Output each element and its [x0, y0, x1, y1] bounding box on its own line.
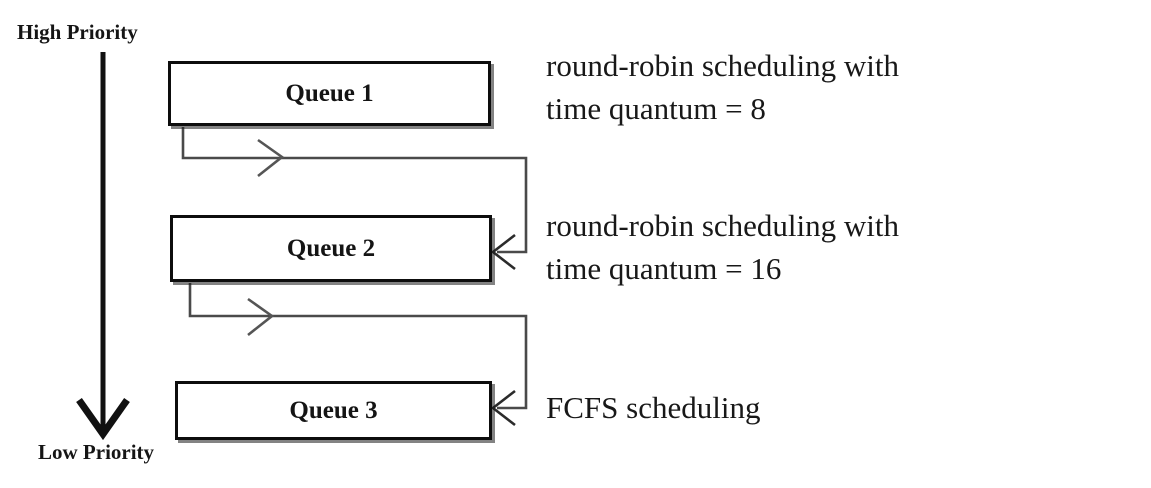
queue-3-note-line-1: FCFS scheduling [546, 390, 761, 425]
queue-2-note-line-1: round-robin scheduling with [546, 208, 900, 243]
feedback-arrow-queue1-to-queue2 [181, 127, 528, 271]
queue-1-scheduling-note: round-robin scheduling with time quantum… [546, 44, 899, 130]
priority-axis-arrow [76, 52, 130, 441]
feedback-path-2 [188, 283, 528, 410]
low-priority-label: Low Priority [38, 440, 155, 464]
feedback-chevron-right-2 [247, 297, 275, 337]
priority-axis-arrowhead [76, 397, 130, 441]
queue-box-3[interactable]: Queue 3 [175, 381, 492, 440]
high-priority-label: High Priority [17, 20, 138, 44]
queue-box-1[interactable]: Queue 1 [168, 61, 491, 126]
queue-1-note-line-2: time quantum = 8 [546, 91, 766, 126]
feedback-path-1 [181, 127, 528, 254]
queue-2-note-line-2: time quantum = 16 [546, 251, 782, 286]
queue-2-scheduling-note: round-robin scheduling with time quantum… [546, 204, 899, 290]
queue-1-note-line-1: round-robin scheduling with [546, 48, 900, 83]
feedback-arrow-queue2-to-queue3 [188, 283, 528, 427]
queue-2-label: Queue 2 [286, 234, 376, 262]
feedback-chevron-right-1 [257, 138, 285, 178]
queue-1-label: Queue 1 [285, 79, 374, 107]
feedback-arrowhead-into-queue2 [490, 233, 516, 271]
queue-3-scheduling-note: FCFS scheduling [546, 386, 760, 429]
queue-box-2[interactable]: Queue 2 [170, 215, 492, 282]
feedback-arrowhead-into-queue3 [490, 389, 516, 427]
queue-3-label: Queue 3 [289, 396, 378, 424]
